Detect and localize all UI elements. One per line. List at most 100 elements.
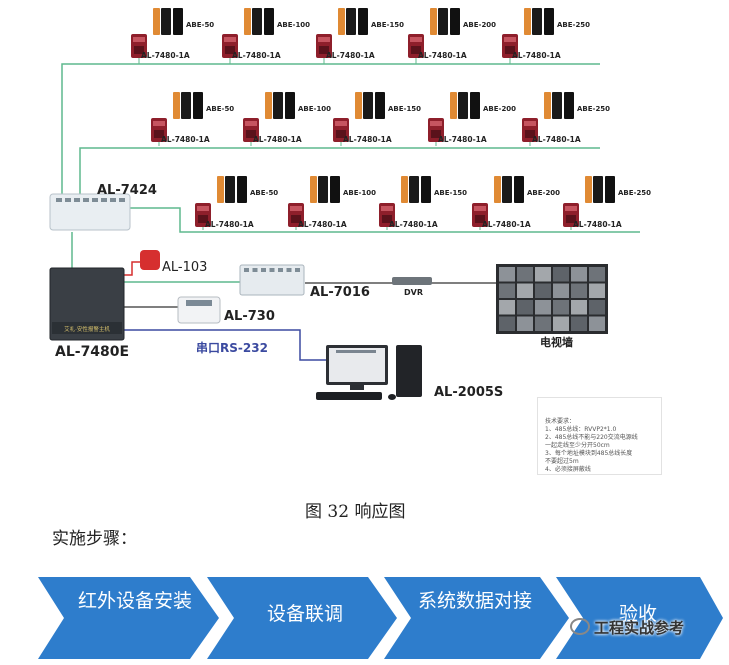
siren-icon — [140, 250, 160, 270]
wechat-icon — [570, 618, 590, 635]
module-chip — [225, 46, 235, 54]
keypad-label: AL-730 — [224, 309, 275, 324]
detector-unit-icon — [564, 92, 574, 119]
keypad-display — [186, 300, 212, 306]
tv-screen-tile — [517, 267, 533, 282]
system-topology-diagram: ABE-50AL-7480-1AABE-100AL-7480-1AABE-150… — [49, 8, 651, 418]
module-terminal — [197, 206, 209, 211]
hub-terminal — [56, 198, 62, 202]
module-chip — [154, 130, 164, 138]
module-terminal — [153, 121, 165, 126]
detector-unit-icon — [450, 8, 460, 35]
module-label: AL-7480-1A — [438, 135, 487, 144]
watermark: 工程实战参考 — [570, 617, 684, 638]
rs232-link — [124, 329, 330, 361]
keyboard-icon — [316, 392, 382, 400]
module-chip — [505, 46, 515, 54]
module-chip — [291, 215, 301, 223]
detector-unit-icon — [161, 8, 171, 35]
legend-note: 3、每个地址模块到485总线长度 — [545, 450, 633, 457]
module-chip — [198, 215, 208, 223]
detector-unit-icon — [173, 8, 183, 35]
tv-screen-tile — [499, 283, 515, 298]
detector-unit-icon — [409, 176, 419, 203]
detector-unit-icon — [585, 176, 592, 203]
module-label: AL-7480-1A — [326, 51, 375, 60]
detector-unit-icon — [237, 176, 247, 203]
detector-label: ABE-200 — [483, 105, 516, 113]
module-terminal — [474, 206, 486, 211]
module-label: AL-7480-1A — [512, 51, 561, 60]
module-terminal — [224, 37, 236, 42]
detector-unit-icon — [225, 176, 235, 203]
module-chip — [411, 46, 421, 54]
module-chip — [319, 46, 329, 54]
detector-unit-icon — [181, 92, 191, 119]
module-terminal — [524, 121, 536, 126]
hub-terminal — [119, 198, 125, 202]
detector-unit-icon — [265, 92, 272, 119]
legend-note: 1、485总线：RVVP2*1.0 — [545, 426, 617, 433]
siren-label: AL-103 — [162, 260, 207, 275]
detector-unit-icon — [318, 176, 328, 203]
bus-line-row-3 — [130, 207, 640, 233]
module-chip — [475, 215, 485, 223]
detector-label: ABE-150 — [371, 21, 404, 29]
monitor-screen — [329, 348, 385, 382]
detector-unit-icon — [346, 8, 356, 35]
module-chip — [336, 130, 346, 138]
module-terminal — [245, 121, 257, 126]
detector-unit-icon — [401, 176, 408, 203]
detector-unit-icon — [285, 92, 295, 119]
detector-unit-icon — [217, 176, 224, 203]
tv-screen-tile — [535, 283, 551, 298]
relay-terminal — [295, 268, 300, 272]
detector-unit-icon — [264, 8, 274, 35]
module-label: AL-7480-1A — [253, 135, 302, 144]
module-label: AL-7480-1A — [141, 51, 190, 60]
detector-label: ABE-250 — [557, 21, 590, 29]
detector-unit-icon — [358, 8, 368, 35]
relay-terminal — [278, 268, 283, 272]
tv-screen-tile — [517, 283, 533, 298]
step-1-chevron — [38, 577, 219, 659]
step-3-chevron — [384, 577, 569, 659]
hub-label: AL-7424 — [97, 183, 157, 198]
hub-terminal — [92, 198, 98, 202]
rs232-label: 串口RS-232 — [196, 340, 268, 355]
tv-screen-tile — [571, 283, 587, 298]
relay-terminal — [244, 268, 249, 272]
detector-unit-icon — [502, 176, 512, 203]
figure-caption: 图 32 响应图 — [305, 502, 406, 522]
tv-screen-tile — [589, 300, 605, 315]
detector-unit-icon — [244, 8, 251, 35]
tv-screen-tile — [517, 300, 533, 315]
module-terminal — [335, 121, 347, 126]
detector-unit-icon — [430, 8, 437, 35]
detector-unit-icon — [375, 92, 385, 119]
detector-unit-icon — [330, 176, 340, 203]
detector-unit-icon — [470, 92, 480, 119]
detector-unit-icon — [193, 92, 203, 119]
step-4-label: 验收 — [618, 603, 657, 625]
detector-unit-icon — [438, 8, 448, 35]
relay-label: AL-7016 — [310, 285, 370, 300]
detector-label: ABE-150 — [434, 189, 467, 197]
module-label: AL-7480-1A — [161, 135, 210, 144]
detector-unit-icon — [544, 8, 554, 35]
detector-label: ABE-50 — [250, 189, 278, 197]
tv-screen-tile — [589, 283, 605, 298]
module-terminal — [133, 37, 145, 42]
module-terminal — [290, 206, 302, 211]
detector-unit-icon — [494, 176, 501, 203]
module-terminal — [565, 206, 577, 211]
legend-note: 2、485总线不能与220交流电源线 — [545, 434, 638, 441]
module-label: AL-7480-1A — [482, 220, 531, 229]
host-panel-strip — [52, 322, 122, 334]
module-label: AL-7480-1A — [232, 51, 281, 60]
step-2-chevron — [207, 577, 397, 659]
relay-terminal — [252, 268, 258, 272]
legend-note: 4、必须接屏蔽线 — [545, 466, 591, 473]
module-label: AL-7480-1A — [389, 220, 438, 229]
tv-screen-tile — [589, 267, 605, 282]
